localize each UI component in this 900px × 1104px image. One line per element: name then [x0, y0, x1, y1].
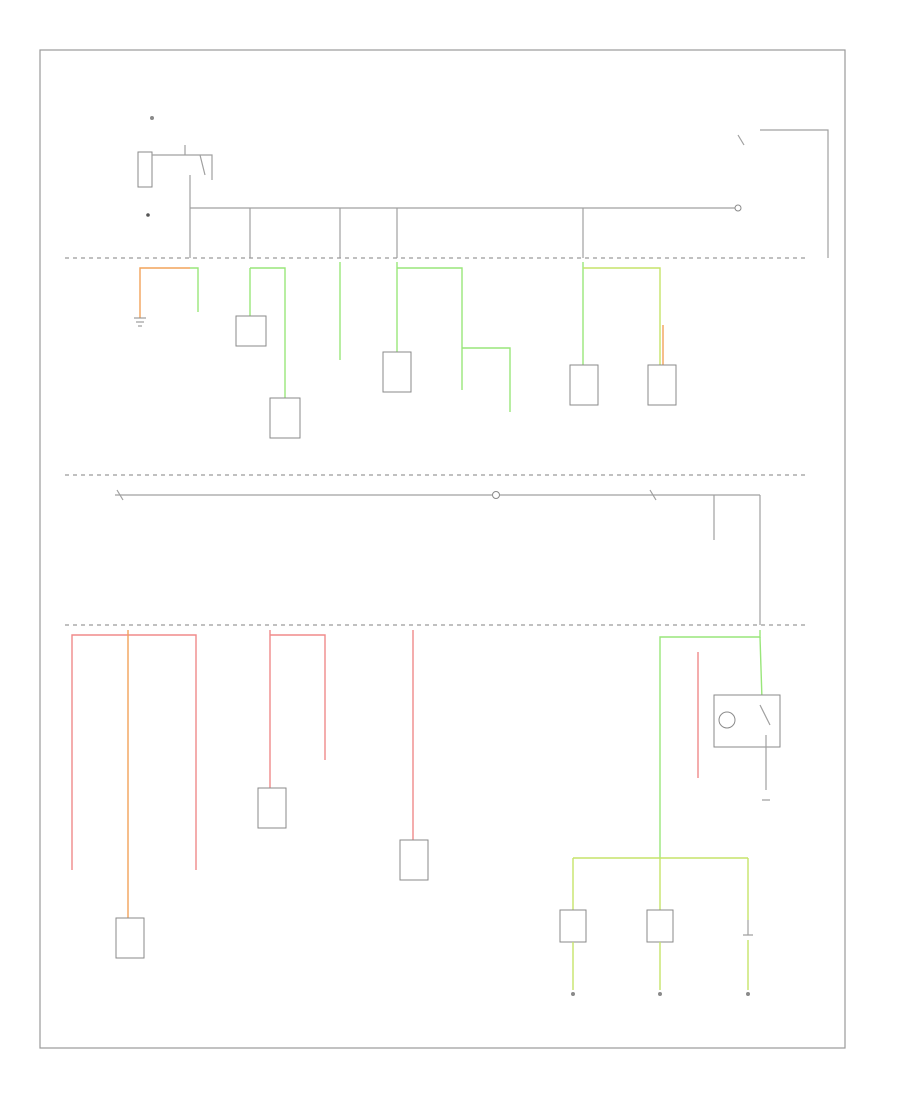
wire-red-left-2 — [128, 634, 197, 870]
connector-middle — [492, 491, 500, 499]
component-box-bottom-a — [559, 909, 587, 943]
diagram-frame — [39, 49, 846, 1049]
fuse-mid-left — [116, 489, 124, 501]
component-box-2 — [235, 315, 267, 347]
bottom-section — [71, 630, 781, 996]
wire-yellowgreen-5 — [583, 267, 661, 365]
relay-switch-right — [759, 704, 771, 790]
relay-switch-top — [152, 145, 213, 180]
wire-red-center-2 — [270, 634, 326, 760]
component-box-center-2 — [399, 839, 429, 881]
fuse-box-outline-top — [760, 129, 829, 258]
wire-red-left-1 — [71, 634, 128, 870]
ground-dot-a — [571, 992, 575, 996]
component-box-5b — [647, 364, 677, 406]
ground-symbol-1 — [134, 317, 146, 327]
component-box-5a — [569, 364, 599, 406]
component-box-4 — [382, 351, 412, 393]
wire-green-4c — [462, 347, 511, 412]
ground-dot-b — [658, 992, 662, 996]
wire-green-4b — [397, 267, 463, 390]
ground-dot — [146, 213, 150, 217]
wire-green-2 — [250, 267, 286, 398]
relay-coil-right — [718, 711, 736, 729]
splice-battery — [150, 116, 154, 120]
wire-green-short-1 — [190, 267, 199, 312]
wire-green-right-main — [659, 630, 761, 858]
wire-orange-ground-1 — [139, 267, 190, 318]
component-bottom-c — [743, 920, 753, 936]
connector-bus-right — [734, 204, 742, 212]
fuse-top-right — [737, 134, 745, 146]
component-box-2b — [269, 397, 301, 439]
component-box-center — [257, 787, 287, 829]
ground-dot-c — [746, 992, 750, 996]
top-section — [65, 116, 829, 439]
component-box-bottom-b — [646, 909, 674, 943]
component-box-left — [115, 917, 145, 959]
wire-green-relay — [759, 636, 763, 701]
relay-coil-top — [137, 151, 153, 188]
fuse-mid-right — [649, 489, 657, 501]
middle-section — [65, 474, 805, 626]
